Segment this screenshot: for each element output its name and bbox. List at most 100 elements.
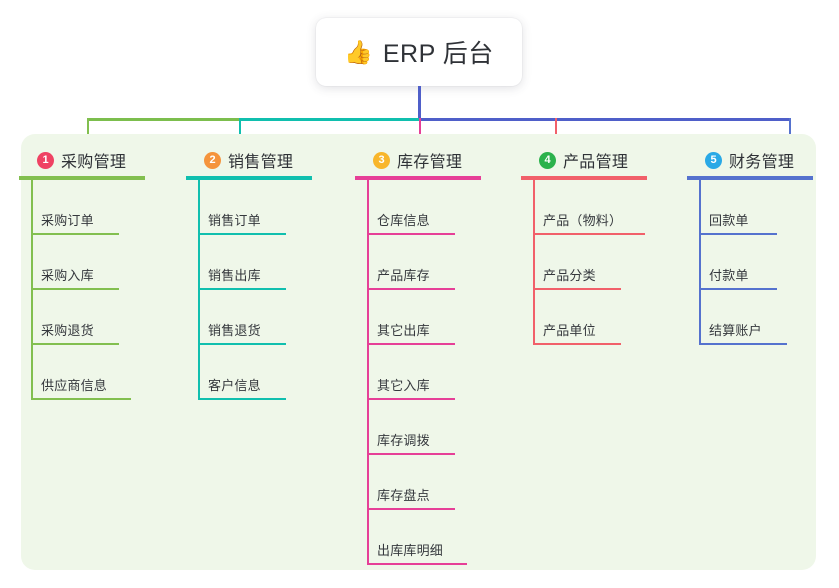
branch-item-label: 采购入库 [41, 268, 94, 283]
bus-segment-green [87, 118, 239, 121]
branch-number-badge-3: 3 [373, 151, 390, 169]
branch-title-rule-1 [19, 176, 145, 180]
branch-item-label: 付款单 [709, 268, 749, 283]
branch-item-label: 供应商信息 [41, 378, 108, 393]
branch-item-label: 产品单位 [543, 323, 596, 338]
branch-title-3: 库存管理 [397, 154, 463, 171]
root-node-title: ERP 后台 [382, 40, 494, 68]
branch-item[interactable]: 采购退货 [31, 309, 119, 345]
bus-segment-teal [239, 118, 419, 121]
branch-item[interactable]: 产品分类 [533, 254, 621, 290]
branch-item-label: 出库库明细 [377, 543, 444, 558]
branch-item[interactable]: 仓库信息 [367, 199, 455, 235]
branch-number-badge-1: 1 [37, 151, 54, 169]
root-stem-line [418, 86, 421, 119]
branch-item[interactable]: 库存盘点 [367, 474, 455, 510]
branch-item[interactable]: 客户信息 [198, 364, 286, 400]
branch-number-badge-5: 5 [705, 151, 722, 169]
branch-item-rule [367, 288, 455, 290]
branch-title-1: 采购管理 [61, 154, 127, 171]
branch-column-5: 5 财务管理回款单付款单结算账户 [687, 134, 839, 570]
branch-item-label: 采购订单 [41, 213, 94, 228]
branch-item-rule [367, 398, 455, 400]
branch-column-3: 3 库存管理仓库信息产品库存其它出库其它入库库存调拨库存盘点出库库明细 [355, 134, 521, 570]
branch-item-rule [198, 398, 286, 400]
branch-column-4: 4 产品管理产品（物料） 产品分类产品单位 [521, 134, 687, 570]
branch-item-label: 产品（物料） [543, 213, 623, 228]
branch-item[interactable]: 结算账户 [699, 309, 787, 345]
branch-header-1[interactable]: 1 采购管理 [19, 148, 126, 172]
branch-item-label: 库存调拨 [377, 433, 430, 448]
branch-item-label: 产品库存 [377, 268, 430, 283]
branch-spine-1 [31, 180, 33, 400]
branch-item-rule [31, 343, 119, 345]
branch-column-1: 1 采购管理采购订单采购入库采购退货供应商信息 [19, 134, 185, 570]
branch-item-rule [367, 508, 455, 510]
branch-item-rule [198, 233, 286, 235]
branch-item-label: 客户信息 [208, 378, 261, 393]
branch-item-rule [367, 233, 455, 235]
branch-item-label: 其它出库 [377, 323, 430, 338]
branch-item-label: 仓库信息 [377, 213, 430, 228]
branch-item[interactable]: 采购入库 [31, 254, 119, 290]
branch-number-badge-4: 4 [539, 151, 556, 169]
thumbs-up-icon: 👍 [344, 38, 373, 65]
branch-item-rule [31, 233, 119, 235]
branch-item-rule [198, 343, 286, 345]
branch-title-5: 财务管理 [729, 154, 795, 171]
branch-item-rule [699, 343, 787, 345]
root-node-erp-backend[interactable]: 👍 ERP 后台 [316, 18, 522, 86]
branch-item-rule [367, 453, 455, 455]
branch-item[interactable]: 回款单 [699, 199, 777, 235]
branch-item-label: 销售订单 [208, 213, 261, 228]
branch-item[interactable]: 供应商信息 [31, 364, 131, 400]
branch-item-rule [533, 233, 645, 235]
branch-item-label: 销售退货 [208, 323, 261, 338]
branch-item-rule [31, 288, 119, 290]
branch-item-label: 采购退货 [41, 323, 94, 338]
branch-header-3[interactable]: 3 库存管理 [355, 148, 462, 172]
branch-item[interactable]: 销售订单 [198, 199, 286, 235]
branch-header-5[interactable]: 5 财务管理 [687, 148, 794, 172]
root-node-content: 👍 ERP 后台 [344, 34, 494, 70]
branch-item[interactable]: 产品库存 [367, 254, 455, 290]
branch-item-label: 其它入库 [377, 378, 430, 393]
branch-item-label: 回款单 [709, 213, 749, 228]
branch-item-rule [367, 563, 467, 565]
branch-item-rule [699, 233, 777, 235]
branch-item[interactable]: 出库库明细 [367, 529, 467, 565]
branch-spine-2 [198, 180, 200, 400]
branch-title-rule-4 [521, 176, 647, 180]
branch-item-rule [533, 343, 621, 345]
branch-item[interactable]: 其它出库 [367, 309, 455, 345]
branch-title-rule-2 [186, 176, 312, 180]
bus-segment-blue [419, 118, 789, 121]
branch-header-4[interactable]: 4 产品管理 [521, 148, 628, 172]
branch-item-rule [367, 343, 455, 345]
branch-item[interactable]: 库存调拨 [367, 419, 455, 455]
branch-item-label: 产品分类 [543, 268, 596, 283]
branch-item[interactable]: 付款单 [699, 254, 777, 290]
branch-item[interactable]: 产品单位 [533, 309, 621, 345]
branch-title-rule-3 [355, 176, 481, 180]
branch-spine-3 [367, 180, 369, 565]
branch-item-rule [31, 398, 131, 400]
branch-number-badge-2: 2 [204, 151, 221, 169]
branch-item-label: 结算账户 [709, 323, 762, 338]
branch-item[interactable]: 采购订单 [31, 199, 119, 235]
branch-title-rule-5 [687, 176, 813, 180]
branch-item-label: 库存盘点 [377, 488, 430, 503]
branch-item-rule [198, 288, 286, 290]
branch-item[interactable]: 销售退货 [198, 309, 286, 345]
branch-item[interactable]: 销售出库 [198, 254, 286, 290]
branch-item-label: 销售出库 [208, 268, 261, 283]
branch-item[interactable]: 产品（物料） [533, 199, 645, 235]
branch-spine-5 [699, 180, 701, 345]
branch-item-rule [533, 288, 621, 290]
branch-item[interactable]: 其它入库 [367, 364, 455, 400]
branch-title-4: 产品管理 [563, 154, 629, 171]
